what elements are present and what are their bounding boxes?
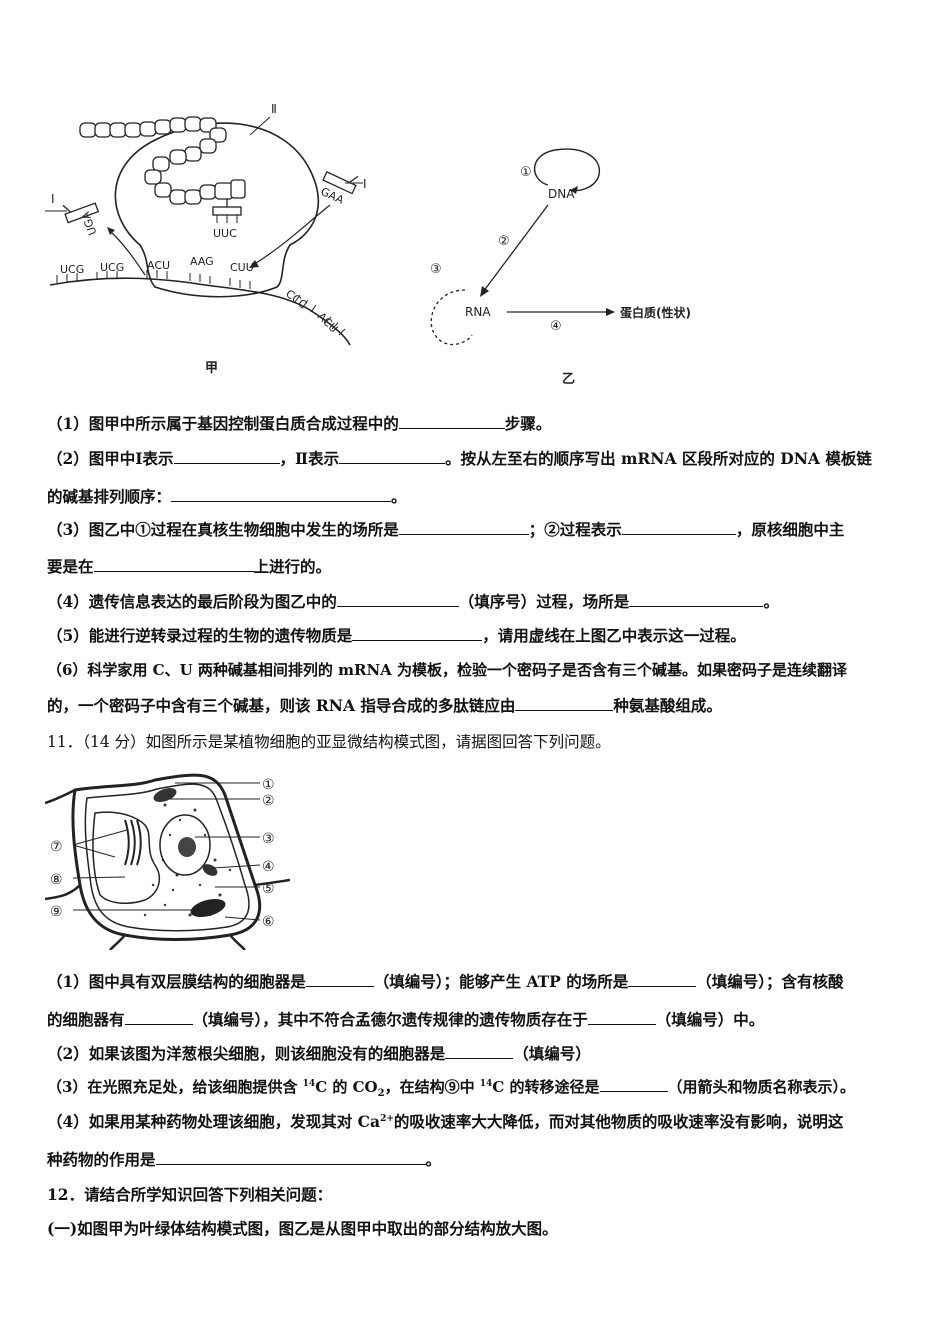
codon-1: UCG <box>60 263 84 276</box>
label-7: ⑦ <box>50 839 63 855</box>
answer-blank[interactable] <box>124 1009 193 1025</box>
label-3: ③ <box>262 831 275 847</box>
answer-blank[interactable] <box>173 448 280 464</box>
step-1: ① <box>520 165 532 180</box>
rna-label: RNA <box>465 305 491 319</box>
q10-line-7: （5）能进行逆转录过程的生物的遗传物质是，请用虚线在上图乙中表示这一过程。 <box>47 625 746 645</box>
label-5: ⑤ <box>262 881 275 897</box>
q11-title: 11．（14 分）如图所示是某植物细胞的亚显微结构模式图，请据图回答下列问题。 <box>47 733 611 751</box>
answer-blank[interactable] <box>587 1009 656 1025</box>
q10-line-9: 的，一个密码子中含有三个碱基，则该 RNA 指导合成的多肽链应由种氨基酸组成。 <box>47 695 722 715</box>
label-4: ④ <box>262 859 275 875</box>
label-II: Ⅱ <box>271 102 277 116</box>
caption-jia: 甲 <box>205 361 218 376</box>
q10-line-6: （4）遗传信息表达的最后阶段为图乙中的（填序号）过程，场所是。 <box>47 591 779 611</box>
answer-blank[interactable] <box>155 1149 426 1165</box>
label-9: ⑨ <box>50 904 63 920</box>
label-8: ⑧ <box>50 872 63 888</box>
q10-line-5: 要是在上进行的。 <box>47 556 332 576</box>
anticodon-center: UUC <box>213 227 237 240</box>
q10-line-1: （1）图甲中所示属于基因控制蛋白质合成过程中的步骤。 <box>47 413 552 433</box>
label-I-right: I <box>363 177 367 191</box>
q11-line-3: （2）如果该图为洋葱根尖细胞，则该细胞没有的细胞器是（填编号） <box>47 1043 591 1063</box>
answer-blank[interactable] <box>398 519 529 535</box>
q11-line-6: 种药物的作用是。 <box>47 1149 442 1169</box>
codon-4: AAG <box>190 255 214 268</box>
label-2: ② <box>262 793 275 809</box>
answer-blank[interactable] <box>628 971 697 987</box>
figure-jia-translation: UCG UCG ACU AAG CUU CCC ACU UUC <box>45 102 367 376</box>
figure-plant-cell: ① ② ③ ④ ⑤ ⑥ ⑦ ⑧ ⑨ <box>45 773 290 950</box>
figure-yi-central-dogma: ① DNA ② ③ RNA ④ 蛋白质(性状) 乙 <box>430 148 691 387</box>
anticodon-left: UGA <box>79 209 100 237</box>
codon-2: UCG <box>100 261 124 274</box>
q11-line-2: 的细胞器有（填编号），其中不符合孟德尔遗传规律的遗传物质存在于（填编号）中。 <box>47 1009 765 1029</box>
q11-line-1: （1）图中具有双层膜结构的细胞器是（填编号）；能够产生 ATP 的场所是（填编号… <box>47 971 844 991</box>
label-I-left: I <box>51 192 55 206</box>
answer-blank[interactable] <box>629 591 764 607</box>
q12-line-1: (一)如图甲为叶绿体结构模式图，图乙是从图甲中取出的部分结构放大图。 <box>47 1219 558 1238</box>
step-4: ④ <box>550 319 562 334</box>
q11-line-5: （4）如果用某种药物处理该细胞，发现其对 Ca2+的吸收速率大大降低，而对其他物… <box>47 1112 844 1131</box>
answer-blank[interactable] <box>621 519 736 535</box>
answer-blank[interactable] <box>599 1076 668 1092</box>
answer-blank[interactable] <box>445 1043 514 1059</box>
codon-7: ACU <box>315 310 341 336</box>
label-6: ⑥ <box>262 914 275 930</box>
q10-line-2: （2）图甲中Ⅰ表示，Ⅱ表示。按从左至右的顺序写出 mRNA 区段所对应的 DNA… <box>47 448 872 468</box>
codon-3: ACU <box>147 259 170 272</box>
q10-line-4: （3）图乙中①过程在真核生物细胞中发生的场所是；②过程表示，原核细胞中主 <box>47 519 845 539</box>
answer-blank[interactable] <box>171 486 392 502</box>
label-1: ① <box>262 777 275 793</box>
protein-label: 蛋白质(性状) <box>620 305 691 320</box>
answer-blank[interactable] <box>93 556 254 572</box>
codon-5: CUU <box>230 261 254 274</box>
step-3: ③ <box>430 262 442 277</box>
q11-line-4: （3）在光照充足处，给该细胞提供含 14C 的 CO2，在结构⑨中 14C 的转… <box>47 1076 856 1099</box>
step-2: ② <box>498 234 510 249</box>
answer-blank[interactable] <box>515 695 614 711</box>
answer-blank[interactable] <box>305 971 374 987</box>
q10-line-8: （6）科学家用 C、U 两种碱基相间排列的 mRNA 为模板，检验一个密码子是否… <box>47 661 848 679</box>
q10-line-3: 的碱基排列顺序：。 <box>47 486 407 506</box>
answer-blank[interactable] <box>339 448 446 464</box>
dna-label: DNA <box>548 187 575 201</box>
answer-blank[interactable] <box>352 625 483 641</box>
answer-blank[interactable] <box>398 413 505 429</box>
answer-blank[interactable] <box>336 591 459 607</box>
caption-yi: 乙 <box>562 372 575 387</box>
q12-title: 12．请结合所学知识回答下列相关问题： <box>47 1185 333 1204</box>
